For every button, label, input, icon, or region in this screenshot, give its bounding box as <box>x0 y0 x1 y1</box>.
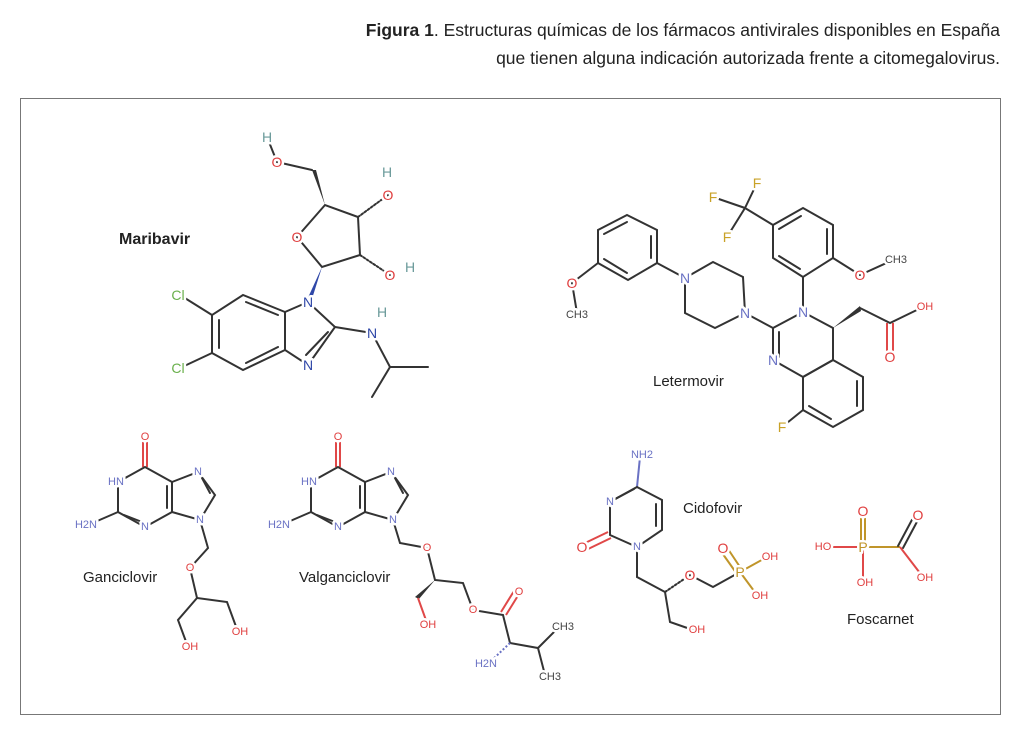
figure-frame <box>20 98 1001 715</box>
atom-label: F <box>709 189 718 205</box>
atom-label: O <box>385 267 396 283</box>
cidofovir-structure: NH2 N O N O P O OH OH OH Cidofovir <box>574 447 781 639</box>
atom-label: O <box>141 431 150 443</box>
atom-label: H <box>382 164 392 180</box>
atom-label: NH2 <box>631 449 653 461</box>
atom-label: CH3 <box>885 254 907 266</box>
caption-line-2: que tienen alguna indicación autorizada … <box>496 48 1000 68</box>
atom-label: F <box>778 419 787 435</box>
atom-label: OH <box>752 590 769 602</box>
atom-label: Cl <box>171 360 184 376</box>
atom-label: OH <box>917 572 934 584</box>
atom-label: OH <box>182 641 199 653</box>
maribavir-structure: H O O H O H O N N N H Cl Cl Maribavir <box>117 127 429 398</box>
atom-label: O <box>334 431 343 443</box>
atom-label: N <box>798 304 808 320</box>
atom-label: O <box>272 154 283 170</box>
atom-label: N <box>389 514 397 526</box>
atom-label: H2N <box>268 519 290 531</box>
atom-label: N <box>680 270 690 286</box>
atom-label: N <box>768 352 778 368</box>
atom-label: CH3 <box>566 309 588 321</box>
atom-label: O <box>718 540 729 556</box>
atom-label: HN <box>301 476 317 488</box>
atom-label: H <box>262 129 272 145</box>
atom-label: Cl <box>171 287 184 303</box>
atom-label: O <box>913 507 924 523</box>
atom-label: N <box>740 305 750 321</box>
atom-label: O <box>577 539 588 555</box>
atom-label: OH <box>689 624 706 636</box>
atom-label: N <box>196 514 204 526</box>
caption-text: . Estructuras químicas de los fármacos a… <box>433 20 1000 40</box>
atom-label: O <box>469 604 478 616</box>
figure-label: Figura 1 <box>365 20 434 40</box>
atom-label: HN <box>108 476 124 488</box>
atom-label: F <box>753 175 762 191</box>
atom-label: O <box>885 349 896 365</box>
atom-label: CH3 <box>539 671 561 683</box>
atom-label: O <box>685 567 696 583</box>
atom-label: N <box>387 466 395 478</box>
atom-label: N <box>303 357 313 373</box>
molecule-name-cidofovir: Cidofovir <box>683 500 742 517</box>
atom-label: N <box>633 541 641 553</box>
atom-label: CH3 <box>552 621 574 633</box>
atom-label: OH <box>420 619 437 631</box>
caption-line-1: Figura 1. Estructuras químicas de los fá… <box>366 16 1000 44</box>
atom-label: H <box>405 259 415 275</box>
atom-label: F <box>723 229 732 245</box>
atom-label: HO <box>815 541 832 553</box>
molecule-name-maribavir: Maribavir <box>119 231 190 248</box>
figure-caption: Figura 1. Estructuras químicas de los fá… <box>366 16 1000 72</box>
molecule-name-letermovir: Letermovir <box>653 373 724 390</box>
atom-label: N <box>194 466 202 478</box>
atom-label: P <box>858 539 867 555</box>
atom-label: N <box>367 325 377 341</box>
atom-label: H2N <box>75 519 97 531</box>
atom-label: N <box>334 521 342 533</box>
atom-label: H <box>377 304 387 320</box>
atom-label: OH <box>857 577 874 589</box>
molecule-name-ganciclovir: Ganciclovir <box>83 569 157 586</box>
atom-label: O <box>186 562 195 574</box>
atom-label: P <box>735 564 744 580</box>
valganciclovir-structure: O HN H2N N N N O OH O O H2N CH3 CH3 Valg… <box>265 429 576 686</box>
molecule-name-valganciclovir: Valganciclovir <box>299 569 390 586</box>
molecule-name-foscarnet: Foscarnet <box>847 611 915 628</box>
atom-label: N <box>303 294 313 310</box>
atom-label: O <box>423 542 432 554</box>
foscarnet-structure: HO P O OH O OH Foscarnet <box>812 501 936 631</box>
atom-label: O <box>567 275 578 291</box>
atom-label: O <box>858 503 869 519</box>
atom-label: N <box>141 521 149 533</box>
atom-label: N <box>606 496 614 508</box>
atom-label: O <box>855 267 866 283</box>
atom-label: O <box>292 229 303 245</box>
atom-label: H2N <box>475 658 497 670</box>
atom-label: O <box>515 586 524 598</box>
atom-label: OH <box>232 626 249 638</box>
atom-label: OH <box>762 551 779 563</box>
atom-label: OH <box>917 301 934 313</box>
atom-label: O <box>383 187 394 203</box>
ganciclovir-structure: O HN H2N N N N O OH OH Ganciclovir <box>72 429 250 656</box>
letermovir-structure: O CH3 N N N N F OH O O CH3 F F F Letermo… <box>563 173 935 438</box>
